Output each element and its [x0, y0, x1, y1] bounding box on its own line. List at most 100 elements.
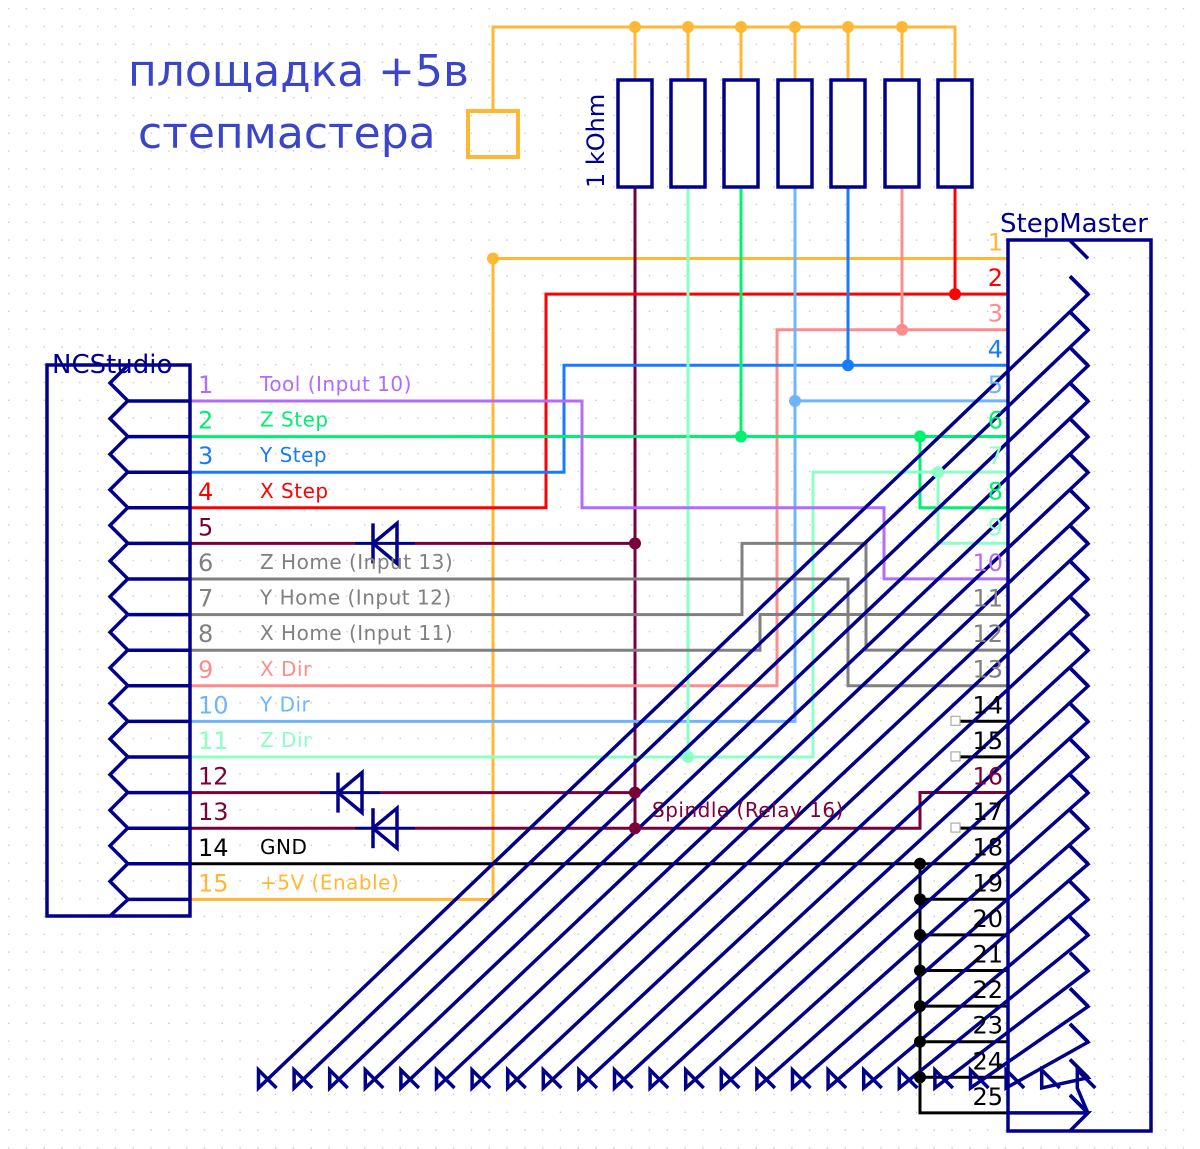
- junction-dot: [842, 21, 854, 33]
- junction-dot: [896, 323, 908, 336]
- junction-dot: [914, 1035, 926, 1048]
- stepmaster-pin-number: 20: [972, 905, 1003, 933]
- ncstudio-pin-contact: [107, 826, 190, 866]
- ncstudio-pin-number: 13: [198, 798, 229, 826]
- junction-dot: [735, 21, 747, 33]
- ncstudio-pin-contact: [107, 399, 190, 439]
- ncstudio-pin-number: 10: [198, 691, 229, 719]
- stepmaster-contact-edge: [1068, 1058, 1090, 1079]
- stepmaster-contact-edge: [1068, 1093, 1090, 1115]
- ncstudio-pin-label: Z Dir: [260, 728, 312, 752]
- stepmaster-contact-edge: [1068, 666, 1090, 687]
- wire-tool: [190, 399, 1008, 581]
- spindle-label: Spindle (Relay 16): [652, 798, 844, 822]
- stepmaster-pin-number: 10: [972, 549, 1003, 577]
- ncstudio-pin-contact: [107, 470, 190, 510]
- wire-z-step-sm8: [918, 436, 1008, 510]
- junction-dot: [949, 288, 961, 301]
- components: [45, 78, 1153, 1133]
- stepmaster-title: StepMaster: [1000, 209, 1148, 239]
- resistor-body: [616, 78, 654, 189]
- stepmaster-contact-edge: [1068, 239, 1090, 260]
- ncstudio-pin-contact: [107, 719, 190, 759]
- wire-y-step: [190, 363, 1008, 474]
- junction-dot: [896, 21, 908, 33]
- junction-dot: [914, 857, 926, 870]
- stepmaster-connector-body: [1006, 238, 1153, 1133]
- stepmaster-contact-edge: [1068, 559, 1090, 581]
- stepmaster-contact-edge: [1068, 773, 1090, 794]
- resistor-body: [722, 78, 760, 189]
- resistor-body: [883, 78, 921, 189]
- junction-dot: [914, 928, 926, 941]
- junction-dot: [914, 430, 926, 443]
- ncstudio-pin-label: Y Dir: [259, 692, 311, 716]
- diode-icon: [370, 804, 399, 852]
- stepmaster-contact-edge: [1068, 346, 1090, 367]
- resistor-value-label: 1 kOhm: [582, 94, 610, 188]
- ncstudio-pin-contact: [107, 790, 190, 830]
- stepmaster-contact-edge: [1068, 274, 1090, 296]
- ncstudio-pin-label: X Dir: [260, 657, 312, 681]
- stepmaster-pin-number: 3: [988, 300, 1003, 328]
- ncstudio-connector-body: [45, 363, 192, 918]
- stepmaster-contact-edge: [1068, 880, 1090, 901]
- stepmaster-contact-edge: [1068, 808, 1090, 830]
- ncstudio-pin-number: 5: [198, 513, 213, 541]
- junction-dot: [682, 751, 694, 763]
- ncstudio-pin-number: 4: [198, 478, 213, 506]
- unconnected-pin-marker: [950, 822, 961, 833]
- wire-z-home: [190, 577, 1008, 688]
- ncstudio-pin-contact: [107, 684, 190, 724]
- stepmaster-pin-number: 25: [972, 1083, 1003, 1111]
- stepmaster-pin-number: 22: [972, 976, 1003, 1004]
- ncstudio-pin-number: 9: [198, 656, 213, 684]
- stepmaster-contact-edge: [1068, 915, 1090, 937]
- ncstudio-pin-contact: [107, 648, 190, 688]
- junction-dot: [629, 21, 641, 33]
- stepmaster-contact-edge: [1068, 986, 1090, 1008]
- ncstudio-title: NCStudio: [52, 350, 172, 380]
- stepmaster-pin-number: 4: [988, 335, 1003, 363]
- ncstudio-pin-contact: [107, 363, 190, 403]
- ncstudio-pin-label: Y Home (Input 12): [259, 586, 452, 610]
- ncstudio-pin-label: X Home (Input 11): [260, 621, 453, 645]
- wire-x-home: [190, 613, 1008, 652]
- ncstudio-pin-contact: [107, 434, 190, 474]
- ncstudio-pin-contact: [107, 612, 190, 652]
- stepmaster-pin-number: 8: [988, 478, 1003, 506]
- stepmaster-contact-edge: [1068, 1022, 1090, 1043]
- junctions: [487, 21, 961, 1084]
- wire-y-dir: [190, 399, 1008, 723]
- ncstudio-pin-label: Y Step: [259, 443, 327, 467]
- stepmaster-contact-edge: [1068, 417, 1090, 438]
- note-line-2: степмастера: [138, 108, 436, 159]
- stepmaster-pin-number: 12: [972, 620, 1003, 648]
- junction-dot: [789, 21, 801, 33]
- junction-dot: [629, 537, 641, 550]
- ncstudio-pin-label: GND: [260, 835, 307, 859]
- stepmaster-pin-number: 7: [988, 442, 1003, 470]
- unconnected-pin-marker: [950, 751, 961, 762]
- stepmaster-pin-number: 13: [972, 656, 1003, 684]
- ncstudio-pin-contact: [107, 506, 190, 546]
- stepmaster-contact-edge: [1068, 524, 1090, 545]
- stepmaster-contact-edge: [1068, 630, 1090, 652]
- ncstudio-pin-label: X Step: [260, 479, 329, 503]
- diode-icon: [335, 768, 364, 817]
- resistor-body: [829, 78, 867, 189]
- ncstudio-pin-number: 15: [198, 869, 229, 897]
- stepmaster-pin-number: 18: [972, 834, 1003, 862]
- ncstudio-pin-label: Z Step: [260, 408, 329, 432]
- diode-icon: [370, 519, 399, 568]
- wire-spindle-relay: [635, 791, 1008, 830]
- stepmaster-contact-edge: [1068, 381, 1090, 403]
- wires: [189, 25, 1009, 1115]
- stepmaster-pin-number: 5: [988, 371, 1003, 399]
- resistor-body: [669, 78, 707, 189]
- junction-dot: [789, 394, 801, 407]
- stepmaster-pin-number: 24: [972, 1047, 1003, 1075]
